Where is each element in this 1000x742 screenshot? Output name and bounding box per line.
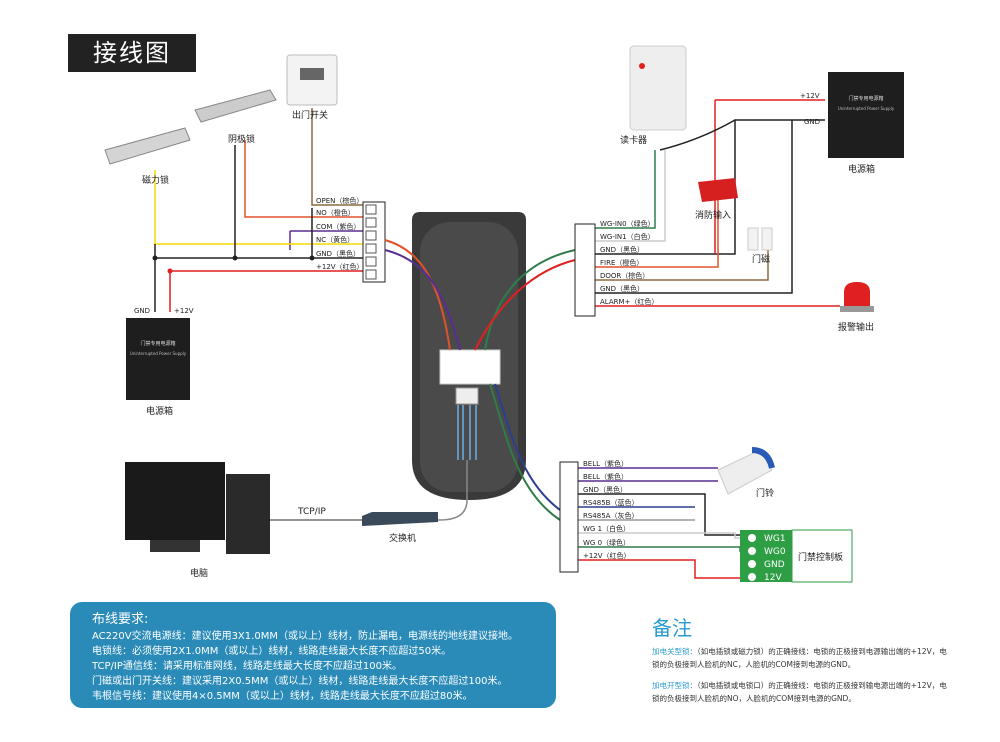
power-box-left: 门禁专用电源箱 Uninterrupted Power Supply 电源箱 [126,318,190,417]
requirement-line: TCP/IP通信线：请采用标准网线，线路走线最大长度不应超过100米。 [92,661,402,672]
right-bottom-terminal-block [559,461,579,573]
page-title: 接线图 [68,34,196,72]
terminal-gnd-3: GND（黑色） [583,485,627,494]
terminal-wg-in1: WG-IN1（白色） [600,232,655,241]
terminal-rs485b: RS485B（蓝色） [583,498,638,507]
tcpip-label: TCP/IP [297,507,326,517]
card-reader-label: 读卡器 [620,134,647,146]
power-box-right: 门禁专用电源箱 Uninterrupted Power Supply 电源箱 [828,72,904,175]
terminal-wg0: WG 0（绿色） [583,538,630,547]
computer-label: 电脑 [190,567,208,579]
right-bottom-terminal-labels: BELL（紫色） BELL（紫色） GND（黑色） RS485B（蓝色） RS4… [583,459,638,560]
computer: 电脑 [125,462,270,579]
doorbell-label: 门铃 [756,487,774,499]
exit-switch-label: 出门开关 [292,109,328,121]
terminal-12v-2: +12V（红色） [583,551,631,560]
access-controller: WG1 WG0 GND 12V 门禁控制板 [740,529,853,583]
requirement-line: 韦根信号线：建议使用4×0.5MM（或以上）线材，线路走线最大长度不应超过80米… [92,691,473,702]
left-terminal-block [362,201,386,283]
exit-switch: 出门开关 [286,54,338,121]
alarm-siren: 报警输出 [838,282,874,333]
terminal-nc: NC（黄色） [316,235,354,244]
terminal-12v: +12V（红色） [316,262,364,271]
door-sensor-label: 门磁 [752,253,770,265]
controller-gnd: GND [764,560,785,570]
magnetic-lock: 磁力锁 [104,127,191,186]
notes-panel: 备注 加电关型锁：（如电插锁或磁力锁）的正确接线：电锁的正极接到电源输出端的+1… [652,612,952,713]
left-wires [154,108,365,312]
strike-lock: 阴极锁 [194,89,277,145]
svg-text:Uninterrupted Power Supply: Uninterrupted Power Supply [130,351,187,356]
terminal-fire: FIRE（橙色） [600,258,643,267]
psu-left-label: 电源箱 [146,405,173,417]
controller-12v: 12V [764,573,782,583]
alarm-output-label: 报警输出 [838,321,874,333]
right-top-terminal-labels: WG-IN0（绿色） WG-IN1（白色） GND（黑色） FIRE（橙色） D… [600,219,658,306]
terminal-rs485a: RS485A（灰色） [583,511,638,520]
svg-text:门禁专用电源箱: 门禁专用电源箱 [140,340,175,347]
terminal-open: OPEN（棕色） [316,196,363,205]
requirement-line: AC220V交流电源线：建议使用3X1.0MM（或以上）线材，防止漏电，电源线的… [92,631,518,642]
controller-wg0: WG0 [764,547,786,557]
card-reader: 读卡器 [620,45,687,146]
requirement-line: 电锁线：必须使用2X1.0MM（或以上）线材，线路走线最大长度不应超过50米。 [92,646,452,657]
psu-left-12v: +12V [174,307,194,315]
note-item: 加电关型锁：（如电插锁或磁力锁）的正确接线：电锁的正极接到电源输出端的+12V，… [652,647,947,669]
psu-right-label: 电源箱 [848,163,875,175]
note-item: 加电开型锁：（如电插锁或电锁口）的正确接线：电锁的正极接到输电源出端的+12V，… [652,681,947,703]
requirements-heading: 布线要求: [92,612,149,627]
terminal-gnd-1: GND（黑色） [600,245,644,254]
door-sensor: 门磁 [747,227,773,265]
psu-right-gnd: GND [804,118,820,126]
left-terminal-labels: OPEN（棕色） NO（橙色） COM（紫色） NC（黄色） GND（黑色） +… [316,196,364,271]
fire-input-button: 消防输入 [695,178,738,221]
network-switch: 交换机 [362,512,438,544]
switch-label: 交换机 [389,532,416,544]
fire-input-label: 消防输入 [695,209,731,221]
svg-text:门禁专用电源箱: 门禁专用电源箱 [848,95,883,102]
strike-lock-label: 阴极锁 [228,133,255,145]
psu-right-12v: +12V [800,92,820,100]
terminal-door: DOOR（棕色） [600,271,649,280]
terminal-gnd-2: GND（黑色） [600,284,644,293]
face-terminal [384,212,576,521]
svg-text:Uninterrupted Power Supply: Uninterrupted Power Supply [838,106,895,111]
terminal-bell-2: BELL（紫色） [583,472,628,481]
terminal-gnd: GND（黑色） [316,249,360,258]
terminal-bell-1: BELL（紫色） [583,459,628,468]
terminal-no: NO（橙色） [316,208,355,217]
doorbell: 门铃 [717,447,775,499]
terminal-com: COM（紫色） [316,222,360,231]
terminal-wg-in0: WG-IN0（绿色） [600,219,655,228]
wiring-requirements-panel: 布线要求: AC220V交流电源线：建议使用3X1.0MM（或以上）线材，防止漏… [70,602,556,708]
terminal-alarm: ALARM+（红色） [600,297,658,306]
right-top-terminal-block [574,223,596,317]
mag-lock-label: 磁力锁 [142,174,169,186]
requirement-line: 门磁或出门开关线：建议采用2X0.5MM（或以上）线材，线路走线最大长度不应超过… [92,676,508,687]
terminal-wg1: WG 1（白色） [583,524,630,533]
psu-left-gnd: GND [134,307,150,315]
notes-heading: 备注 [652,616,692,640]
controller-label: 门禁控制板 [798,551,843,563]
controller-wg1: WG1 [764,534,786,544]
